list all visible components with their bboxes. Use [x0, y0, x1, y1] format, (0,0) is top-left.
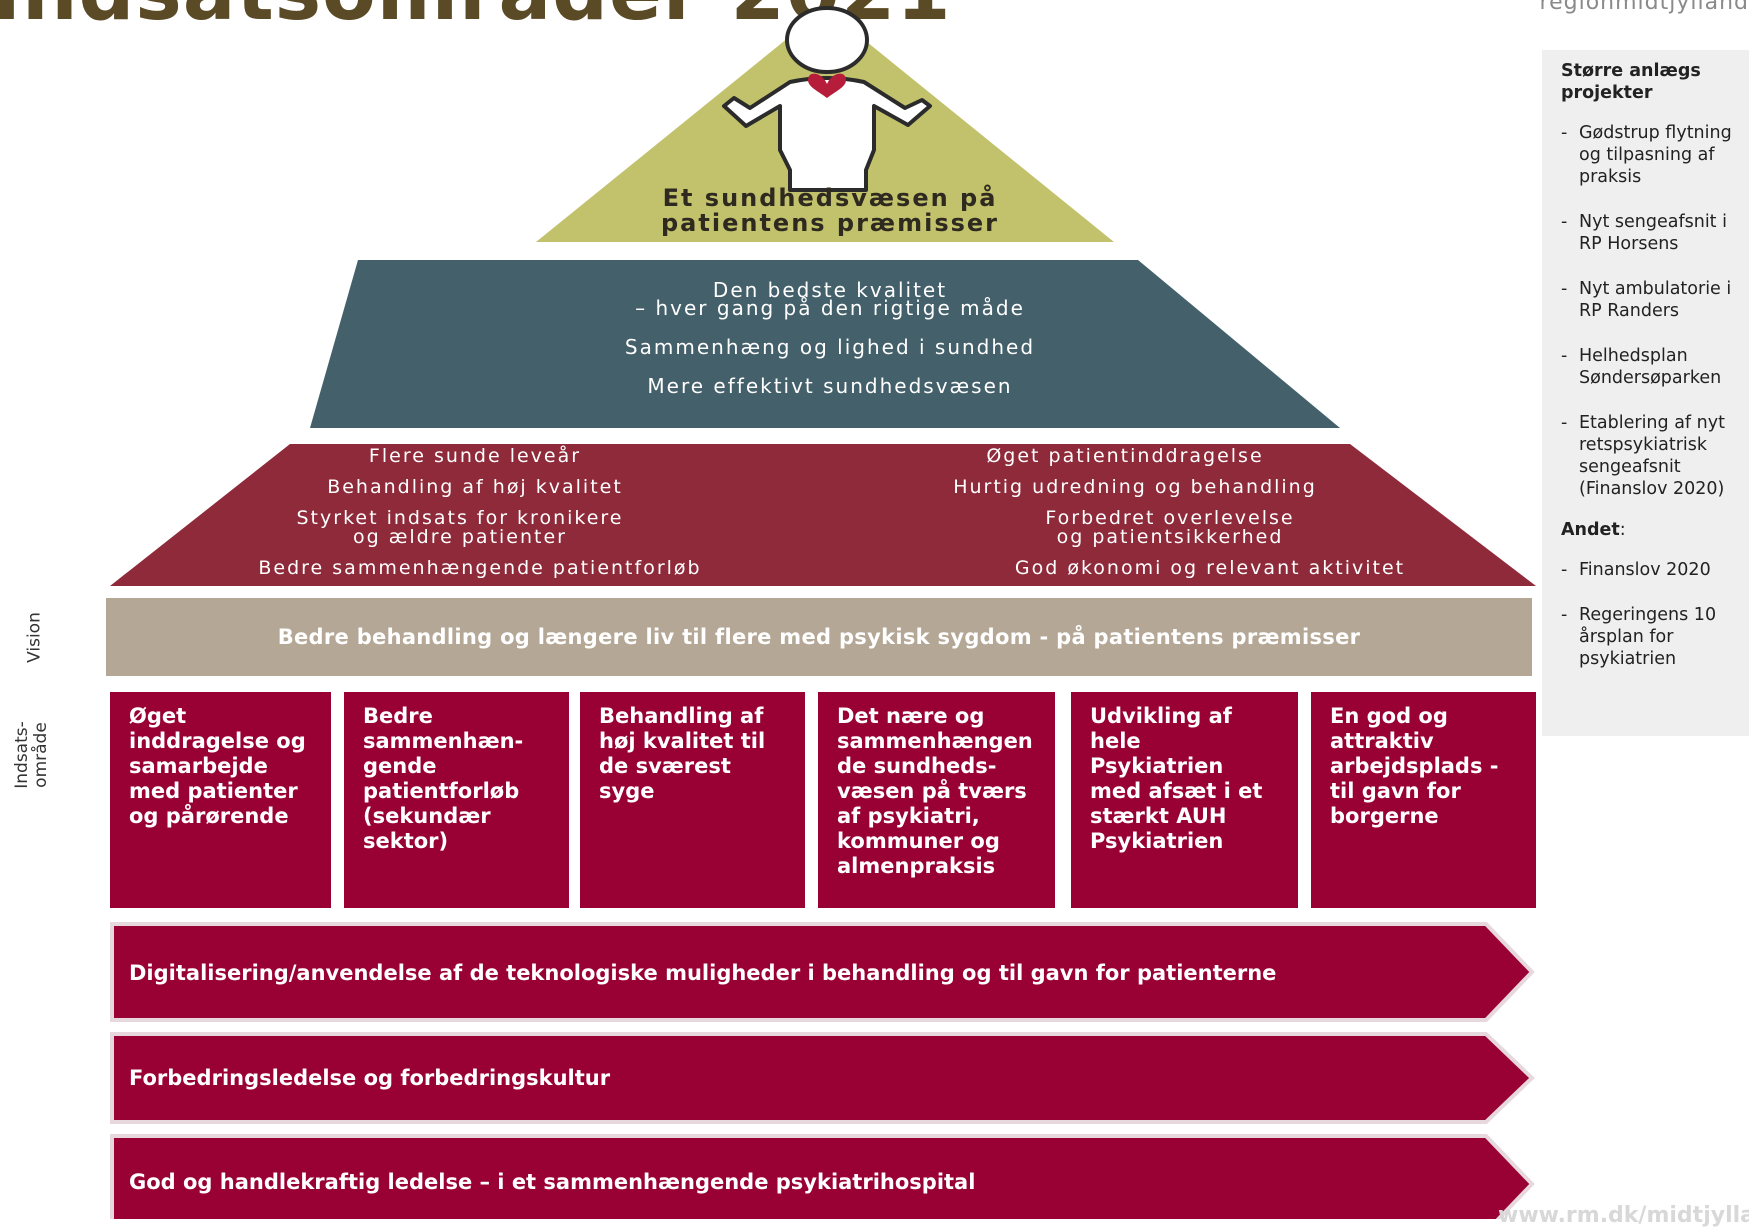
- arrow-2-text: Forbedringsledelse og forbedringskultur: [129, 1066, 611, 1090]
- sidebar-other-item: Regeringens 10 årsplan for psykiatrien: [1561, 604, 1745, 670]
- pyramid-base: [110, 444, 1536, 586]
- sidebar-other-heading: Andet:: [1561, 520, 1626, 540]
- arrow-3-text: God og handlekraftig ledelse – i et samm…: [129, 1170, 976, 1194]
- apex-line-2: patientens præmisser: [661, 209, 999, 237]
- sidebar-heading: Større anlægs projekter: [1561, 61, 1701, 103]
- middle-line-3: Sammenhæng og lighed i sundhed: [624, 335, 1036, 359]
- sidebar-project-item: Etablering af nyt retspsykiatrisk sengea…: [1561, 412, 1745, 500]
- vision-label: Vision: [24, 612, 45, 663]
- sidebar-project-item: Nyt ambulatorie i RP Randers: [1561, 278, 1745, 322]
- base-right-3a: Forbedret overlevelse: [1045, 507, 1295, 529]
- sidebar-project-item: Nyt sengeafsnit i RP Horsens: [1561, 211, 1745, 255]
- sidebar-other-list: Finanslov 2020 Regeringens 10 årsplan fo…: [1561, 559, 1745, 670]
- arrow-1-text: Digitalisering/anvendelse af de teknolog…: [129, 961, 1277, 985]
- base-left-1: Flere sunde leveår: [368, 445, 582, 467]
- base-right-3b: og patientsikkerhed: [1056, 526, 1284, 548]
- base-right-1: Øget patientinddragelse: [986, 445, 1264, 467]
- middle-line-1: Den bedste kvalitet: [712, 278, 948, 302]
- apex-line-1: Et sundhedsvæsen på: [662, 184, 998, 212]
- brand-logo-text: regionmidtjylland: [1539, 0, 1749, 15]
- base-left-2: Behandling af høj kvalitet: [327, 476, 623, 498]
- sidebar-project-item: Helhedsplan Søndersøparken: [1561, 345, 1745, 389]
- base-left-3b: og ældre patienter: [353, 526, 567, 548]
- pyramid-apex-text: Et sundhedsvæsen på patientens præmisser: [560, 186, 1100, 236]
- arrow-1-shape: [110, 922, 1535, 1022]
- footer-url: www.rm.dk/midtjylland.dk: [1498, 1203, 1749, 1228]
- indsats-label: Indsats- område: [12, 721, 51, 789]
- sidebar-project-item: Gødstrup flytning og tilpasning af praks…: [1561, 122, 1745, 188]
- sidebar-other-item: Finanslov 2020: [1561, 559, 1745, 581]
- base-right-2: Hurtig udredning og behandling: [953, 476, 1317, 498]
- person-figure-icon: [722, 6, 932, 192]
- sidebar-project-list: Gødstrup flytning og tilpasning af praks…: [1561, 122, 1745, 500]
- sidebar-panel: Større anlægs projekter Gødstrup flytnin…: [1542, 50, 1749, 736]
- middle-line-2: – hver gang på den rigtige måde: [635, 296, 1025, 320]
- base-right-4: God økonomi og relevant aktivitet: [1014, 557, 1406, 579]
- heart-icon: [808, 73, 846, 98]
- pyramid-middle: [310, 260, 1340, 428]
- base-left-4: Bedre sammenhængende patientforløb: [258, 557, 702, 579]
- arrow-2-shape: [110, 1032, 1535, 1124]
- vision-bar: Bedre behandling og længere liv til fler…: [106, 598, 1532, 676]
- arrow-3-shape: [110, 1134, 1535, 1219]
- base-left-3a: Styrket indsats for kronikere: [296, 507, 624, 529]
- middle-line-4: Mere effektivt sundhedsvæsen: [647, 374, 1013, 398]
